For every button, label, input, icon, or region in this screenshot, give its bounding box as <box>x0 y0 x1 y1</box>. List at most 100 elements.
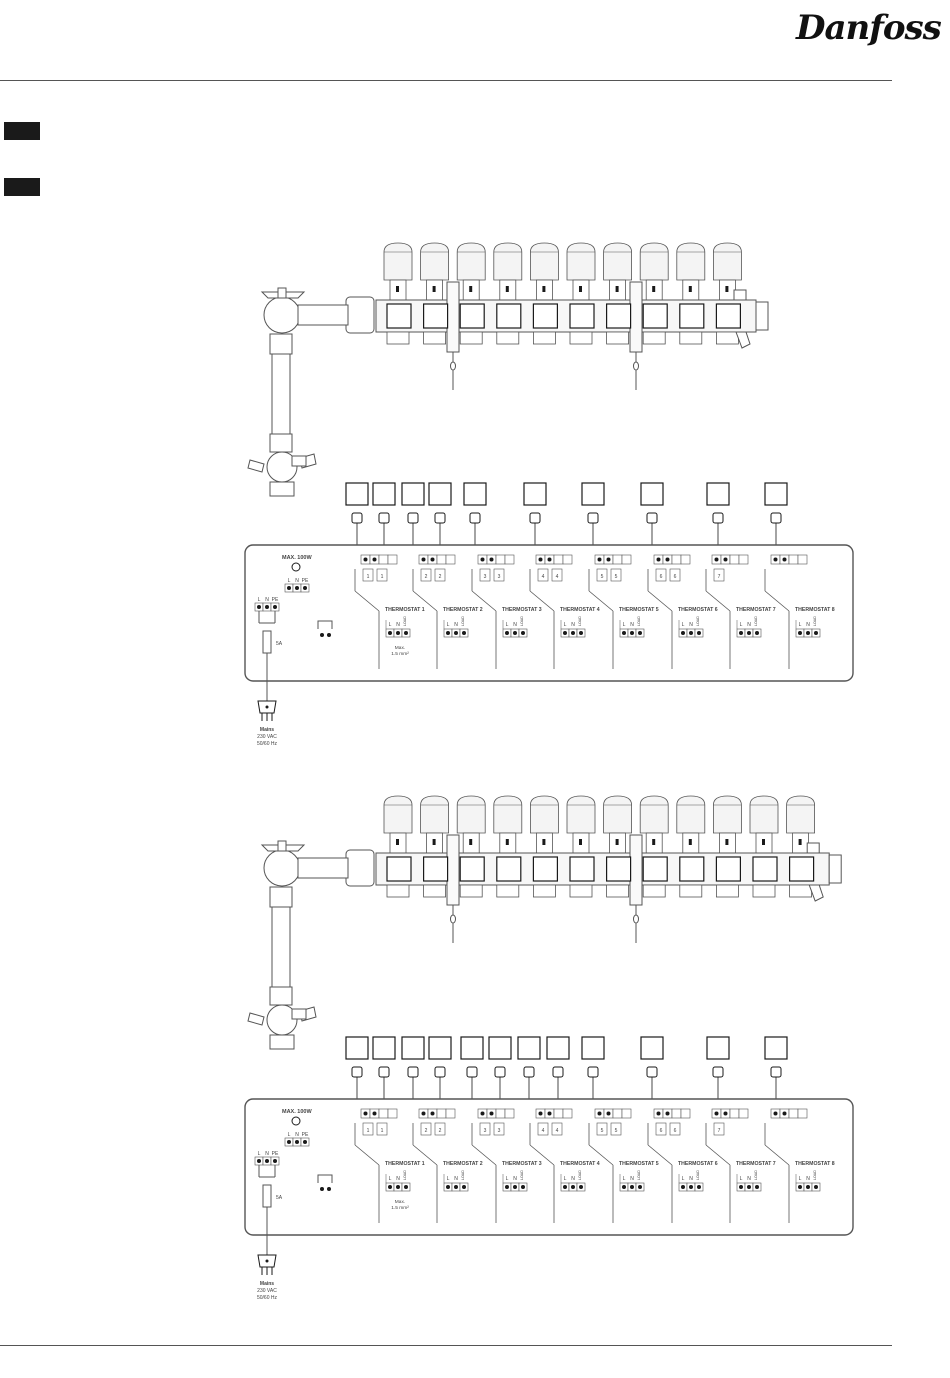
output-channel-label: 6 <box>660 574 663 580</box>
actuator-symbol-icon <box>646 1066 658 1078</box>
output-channel <box>434 568 446 582</box>
wall-bracket <box>629 281 643 390</box>
actuator-cable <box>351 1066 363 1107</box>
thermal-actuator <box>603 242 632 301</box>
actuator-pin <box>505 839 509 845</box>
max-wire-label: Max. <box>395 645 405 651</box>
output-channel-label: 4 <box>556 1128 559 1134</box>
manifold-assembly <box>247 795 842 1050</box>
pipe-fitting <box>269 333 293 355</box>
thermostat-terminal-label: N <box>513 1176 517 1182</box>
pump-terminal-label: L <box>288 578 291 584</box>
actuator-head <box>383 795 413 834</box>
actuator-head <box>383 242 413 281</box>
footer-rule <box>0 1345 892 1346</box>
thermostat-terminal-dot <box>755 631 759 635</box>
thermal-actuator <box>676 795 706 854</box>
thermostat-terminal-dot <box>747 1185 751 1189</box>
actuator-head <box>713 795 742 834</box>
output-channel <box>537 1122 549 1136</box>
thermostat-terminal-dot <box>689 631 693 635</box>
circuit-number-box <box>642 303 668 329</box>
thermal-actuator <box>456 242 486 301</box>
zone-divider <box>354 590 380 612</box>
actuator-pin <box>798 839 802 845</box>
max-power-label: MAX. 100W <box>282 1109 312 1115</box>
pump-terminal-label: PE <box>302 578 309 584</box>
actuator-head <box>639 242 669 281</box>
output-terminal <box>387 554 398 565</box>
actuator-pin <box>432 286 436 292</box>
actuator-pin <box>542 286 546 292</box>
output-terminal-dot <box>665 1111 670 1116</box>
pipe-outlet <box>789 884 812 898</box>
thermostat-label: THERMOSTAT 3 <box>502 1161 542 1167</box>
actuator-head <box>603 795 632 834</box>
manifold-coupling <box>345 849 375 887</box>
circuit-number-box <box>459 856 485 882</box>
pipe-outlet <box>423 884 447 898</box>
output-terminal-dot <box>714 557 719 562</box>
circuit-number-box <box>715 303 742 329</box>
thermostat-label: THERMOSTAT 8 <box>795 1161 835 1167</box>
actuator-head <box>676 242 706 281</box>
thermostat-terminal-dot <box>798 631 802 635</box>
output-terminal <box>612 554 623 565</box>
thermostat-terminal-dot <box>739 1185 743 1189</box>
thermostat-terminal-dot <box>681 631 685 635</box>
output-channel-label: 2 <box>439 1128 442 1134</box>
mains-terminal-dot <box>265 1159 269 1163</box>
thermostat-terminal-dot <box>521 1185 525 1189</box>
thermostat-label: THERMOSTAT 8 <box>795 607 835 613</box>
max-wire-label: 1.5 mm² <box>391 651 409 657</box>
circuit-number-box <box>459 303 485 329</box>
output-terminal-dot <box>489 557 494 562</box>
temp-sensor <box>291 1008 307 1020</box>
actuator-symbol-icon <box>351 512 363 524</box>
thermostat-terminal-dot <box>446 631 450 635</box>
actuator-symbol-icon <box>378 1066 390 1078</box>
actuator-pin <box>688 286 692 292</box>
thermostat-terminal-label: LOAD <box>520 616 524 626</box>
pipe-outlet <box>533 331 556 345</box>
output-channel <box>655 1122 667 1136</box>
thermostat-terminal-dot <box>638 631 642 635</box>
actuator-head <box>530 795 559 834</box>
output-terminal-dot <box>547 557 552 562</box>
pump-icon <box>291 1116 301 1126</box>
language-tab[interactable] <box>4 178 40 196</box>
lower-valve-handle <box>247 1012 265 1026</box>
actuator-number-box <box>523 482 547 506</box>
thermostat-terminal-dot <box>571 631 575 635</box>
thermostat-terminal-dot <box>505 631 509 635</box>
actuator-pin <box>762 839 765 845</box>
actuator-number-box <box>640 482 664 506</box>
actuator-head <box>420 242 449 281</box>
output-terminal <box>788 554 799 565</box>
thermostat-label: THERMOSTAT 6 <box>678 1161 718 1167</box>
thermostat-label: THERMOSTAT 5 <box>619 607 659 613</box>
output-channel <box>420 1122 432 1136</box>
thermostat-terminal-dot <box>462 1185 466 1189</box>
language-tab[interactable] <box>4 122 40 140</box>
plug-dot <box>265 705 269 709</box>
thermostat-terminal-label: LOAD <box>813 616 817 626</box>
zone-divider <box>354 1144 380 1166</box>
thermostat-terminal-label: N <box>571 1176 575 1182</box>
output-terminal <box>378 554 389 565</box>
actuator-number-box <box>401 482 425 506</box>
mains-voltage-label: 230 VAC <box>257 734 277 740</box>
output-channel-label: 4 <box>542 574 545 580</box>
actuator-head <box>420 795 449 834</box>
thermostat-terminal-label: LOAD <box>813 1170 817 1180</box>
output-terminal-dot <box>480 1111 485 1116</box>
pipe-outlet <box>679 884 703 898</box>
thermostat-terminal-label: L <box>740 622 743 628</box>
output-channel-label: 6 <box>674 1128 677 1134</box>
thermostat-terminal-label: L <box>447 622 450 628</box>
pump-terminal-dot <box>287 586 291 590</box>
temp-sensor <box>291 455 307 467</box>
